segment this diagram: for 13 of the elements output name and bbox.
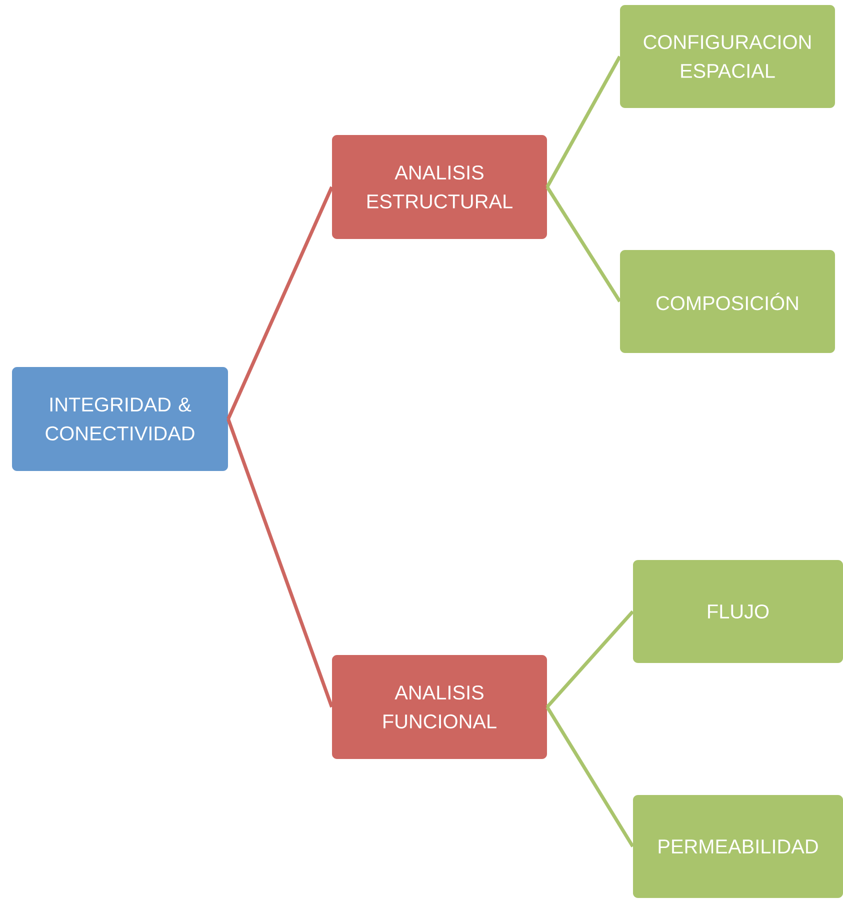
process-box: ANALISIS FUNCIONAL — [332, 655, 547, 759]
connector-line — [546, 610, 634, 708]
connector-line — [546, 56, 622, 188]
connector-line — [546, 186, 622, 302]
connector-line — [546, 706, 634, 848]
process-box: INTEGRIDAD & CONECTIVIDAD — [12, 367, 228, 471]
process-box: CONFIGURACION ESPACIAL — [620, 5, 835, 108]
process-box: COMPOSICIÓN — [620, 250, 835, 353]
connector-line — [226, 418, 334, 708]
connector-line — [226, 186, 334, 420]
process-box: PERMEABILIDAD — [633, 795, 843, 898]
process-box: ANALISIS ESTRUCTURAL — [332, 135, 547, 239]
process-box: FLUJO — [633, 560, 843, 663]
